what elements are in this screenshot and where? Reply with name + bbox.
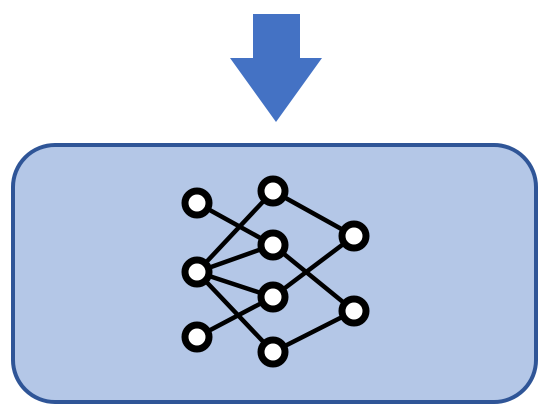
network-edge: [194, 269, 276, 355]
network-edge: [194, 188, 276, 275]
network-node-hidden: [257, 175, 289, 207]
network-node-input: [181, 321, 213, 353]
neural-network-icon: [181, 175, 370, 368]
network-edge: [270, 233, 357, 300]
network-node-hidden: [257, 229, 289, 261]
network-node-output: [338, 295, 370, 327]
network-node-input: [181, 187, 213, 219]
network-edge: [270, 242, 357, 314]
network-node-hidden: [257, 281, 289, 313]
network-node-output: [338, 220, 370, 252]
down-arrow-icon: [230, 14, 322, 122]
network-node-hidden: [257, 336, 289, 368]
network-node-input: [181, 256, 213, 288]
model-box: [11, 143, 538, 404]
